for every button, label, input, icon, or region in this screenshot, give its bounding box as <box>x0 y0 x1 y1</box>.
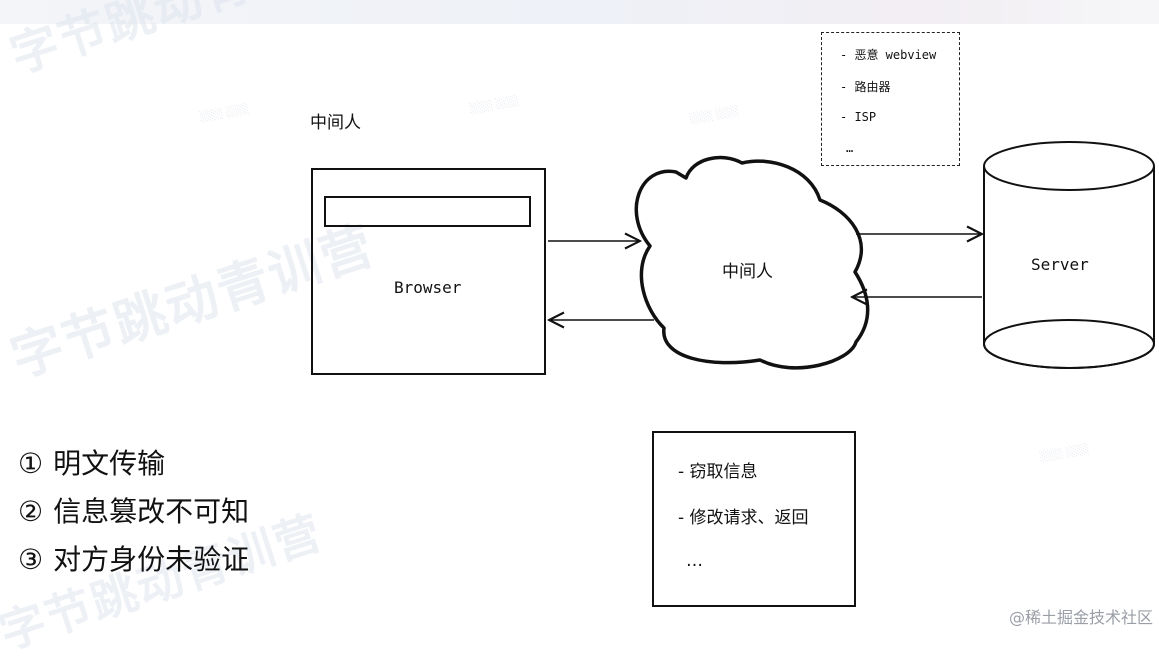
mitm-caption: 中间人 <box>310 113 361 133</box>
browser-label: Browser <box>394 278 462 297</box>
risk-list: ① 明文传输 ② 信息篡改不可知 ③ 对方身份未验证 <box>18 440 249 584</box>
risk-number: ② <box>18 495 44 528</box>
mitm-cloud-shape <box>634 155 870 370</box>
risk-text: 对方身份未验证 <box>53 543 250 576</box>
risk-text: 明文传输 <box>53 447 166 480</box>
capabilities-box: - 窃取信息 - 修改请求、返回 … <box>652 431 856 607</box>
diagram-canvas <box>311 141 1155 375</box>
risk-item: ① 明文传输 <box>18 440 249 488</box>
top-banner-band <box>0 0 1159 24</box>
attack-vector-item: - 路由器 <box>840 80 891 94</box>
source-credit: @稀土掘金技术社区 <box>1008 608 1153 627</box>
risk-item: ③ 对方身份未验证 <box>18 536 249 584</box>
risk-item: ② 信息篡改不可知 <box>18 488 249 536</box>
attack-vector-item: … <box>846 141 854 155</box>
server-cylinder <box>983 141 1155 369</box>
attack-vectors-box: - 恶意 webview - 路由器 - ISP … <box>821 32 960 166</box>
risk-number: ① <box>18 447 44 480</box>
risk-text: 信息篡改不可知 <box>53 495 250 528</box>
capability-item: - 修改请求、返回 <box>678 508 809 528</box>
server-label: Server <box>1031 255 1089 274</box>
attack-vector-item: - ISP <box>840 110 877 124</box>
browser-window <box>311 168 546 375</box>
capability-item: - 窃取信息 <box>678 462 758 482</box>
risk-number: ③ <box>18 543 44 576</box>
cloud-label: 中间人 <box>722 262 773 282</box>
attack-vector-item: - 恶意 webview <box>840 48 937 62</box>
capability-item: … <box>686 551 703 571</box>
address-bar <box>324 196 531 227</box>
